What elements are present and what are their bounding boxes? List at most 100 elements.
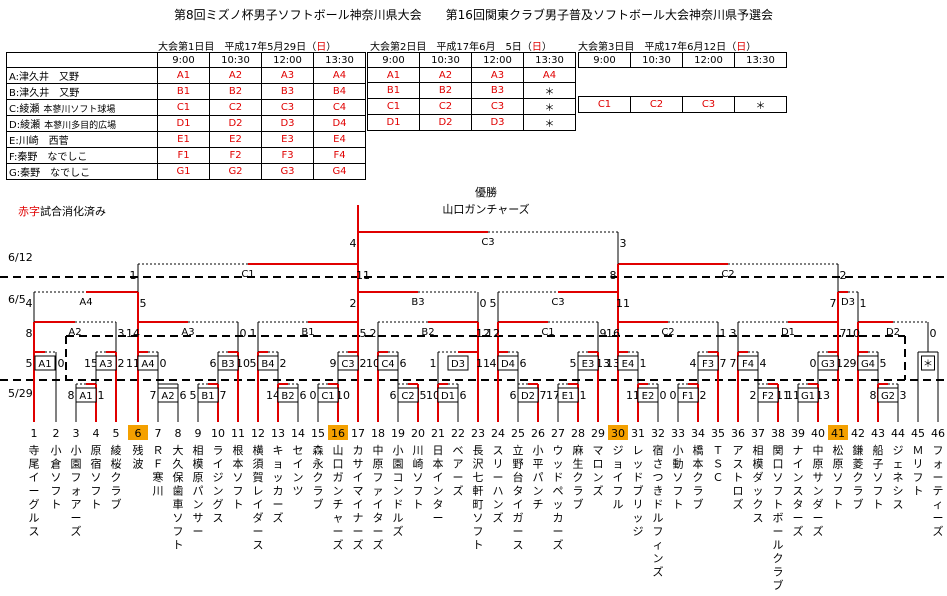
game-label: E3 [582, 359, 595, 370]
team-name: 松原ソフト [833, 443, 844, 511]
team-number: 31 [631, 427, 645, 440]
game-label: B1 [301, 327, 314, 338]
score: 0 [58, 357, 65, 370]
score: 7 [540, 389, 547, 402]
score: 12 [476, 327, 490, 340]
score: 4 [350, 237, 357, 250]
team-name: アストロズ [733, 444, 744, 511]
team-name: Ｍリフト [913, 444, 924, 498]
game-label-box [517, 387, 539, 403]
score: 5 [490, 297, 497, 310]
score: 0 [930, 327, 937, 340]
team-name: 船子ソフト [873, 443, 884, 511]
legend: 赤字試合消化済み [18, 205, 106, 218]
date-5-29: 5/29 [8, 387, 33, 400]
team-number: 9 [195, 427, 202, 440]
team-number: 46 [931, 427, 945, 440]
score: 1 [98, 389, 105, 402]
team-name: フォーティーズ [933, 444, 944, 538]
score: 3 [118, 327, 125, 340]
team-name: 麻生クラブ [573, 443, 584, 511]
game-label: E1 [562, 391, 575, 402]
team-number: 44 [891, 427, 905, 440]
team-number: 41 [831, 427, 845, 440]
champion-name: 山口ガンチャーズ [442, 202, 529, 216]
score: 5 [250, 357, 257, 370]
team-name: ＲＦ寒川 [153, 444, 164, 498]
team-number: 37 [751, 427, 765, 440]
team-name: 中原サンダーズ [813, 444, 824, 538]
score: 17 [546, 389, 560, 402]
team-name: 関口ソフトボールクラブ [773, 444, 784, 592]
score: 9 [330, 357, 337, 370]
score: 8 [610, 269, 617, 282]
game-label-box [197, 387, 219, 403]
team-number: 6 [135, 427, 142, 440]
team-number: 26 [531, 427, 545, 440]
team-name: ライジングス [213, 444, 224, 525]
game-label-box [757, 387, 779, 403]
team-name: 相模原パンサー [193, 444, 204, 538]
game-label-box [857, 355, 879, 371]
game-label: B1 [201, 391, 214, 402]
game-label: C3 [481, 237, 494, 248]
score: 10 [366, 357, 380, 370]
score: 1 [860, 297, 867, 310]
game-slot: A4 [523, 67, 576, 83]
score: 0 [240, 327, 247, 340]
team-name: 小倉ソフト [51, 444, 62, 511]
score: 2 [350, 297, 357, 310]
score: 2 [370, 327, 377, 340]
score: 2 [280, 357, 287, 370]
team-number: 39 [791, 427, 805, 440]
team-name: ナインスターズ [793, 444, 804, 538]
team-name: 鎌菱クラブ [853, 443, 864, 511]
game-slot: G4 [313, 163, 366, 180]
score: 0 [160, 357, 167, 370]
score: 15 [84, 357, 98, 370]
score: 2 [118, 357, 125, 370]
team-name: 宿さつきドルフィンズ [653, 443, 664, 579]
day3-caption: 大会第3日目 平成17年6月12日（日） [578, 42, 757, 53]
game-label: C1 [241, 269, 254, 280]
score: 5 [570, 357, 577, 370]
score: 6 [210, 357, 217, 370]
game-label: A3 [99, 359, 112, 370]
score: 13 [596, 357, 610, 370]
score: 6 [180, 389, 187, 402]
date-6-12: 6/12 [8, 251, 33, 264]
score: 5 [420, 389, 427, 402]
team-number: 11 [231, 427, 245, 440]
team-number: 25 [511, 427, 525, 440]
game-label: C2 [721, 269, 734, 280]
score: 3 [900, 389, 907, 402]
team-name: 日本インター [433, 444, 444, 525]
game-label-box [397, 387, 419, 403]
day2-caption: 大会第2日目 平成17年6月 5日（日） [370, 42, 552, 53]
game-label: E2 [642, 391, 655, 402]
team-number: 34 [691, 427, 705, 440]
score: 10 [426, 389, 440, 402]
score: 11 [776, 389, 790, 402]
team-name: 森永クラブ [313, 443, 324, 511]
game-label-box [557, 387, 579, 403]
team-number: 23 [471, 427, 485, 440]
score: 4 [490, 357, 497, 370]
score: 1 [430, 357, 437, 370]
score: 10 [846, 327, 860, 340]
score: 6 [460, 389, 467, 402]
game-label-box [577, 355, 599, 371]
score: 2 [840, 269, 847, 282]
game-label-box [217, 355, 239, 371]
game-label-box [337, 355, 359, 371]
game-slot: ＊ [734, 96, 787, 113]
score: 5 [360, 327, 367, 340]
score: 1 [250, 327, 257, 340]
team-name: 小園フォアーズ [71, 444, 82, 538]
team-number: 4 [93, 427, 100, 440]
